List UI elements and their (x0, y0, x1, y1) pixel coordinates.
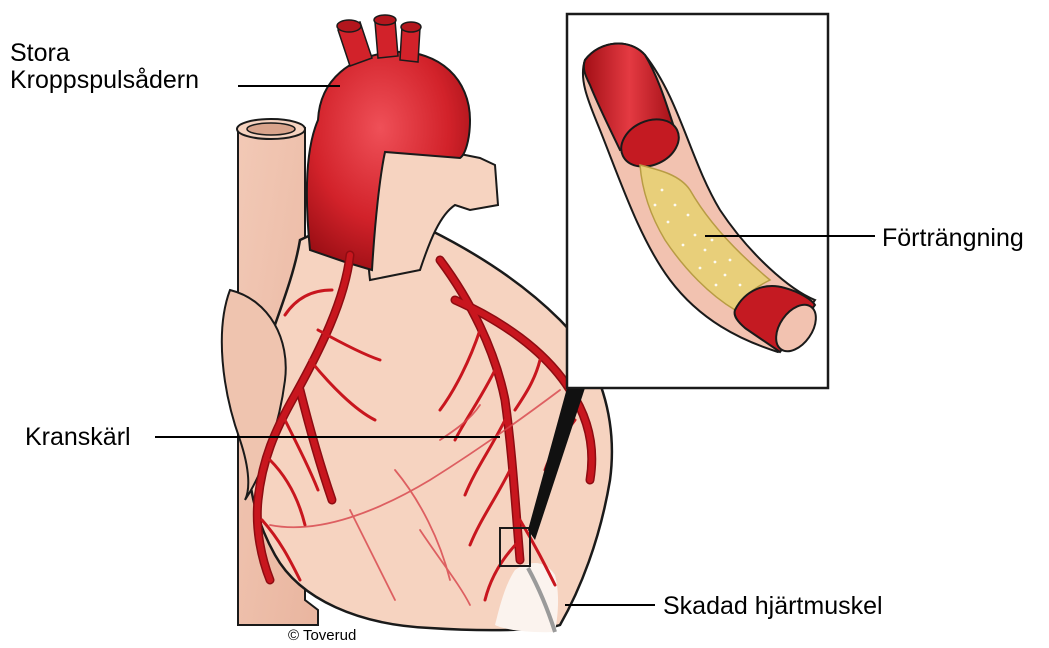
copyright-label: © Toverud (288, 627, 356, 644)
aorta-label-line1: Stora (10, 40, 199, 67)
coronary-label: Kranskärl (25, 424, 131, 451)
aorta-label-line2: Kroppspulsådern (10, 67, 199, 94)
damaged-muscle-label: Skadad hjärtmuskel (663, 593, 883, 620)
stenosis-label: Förträngning (882, 225, 1024, 252)
aorta-label: Stora Kroppspulsådern (10, 40, 199, 94)
inset-panel (567, 14, 828, 388)
